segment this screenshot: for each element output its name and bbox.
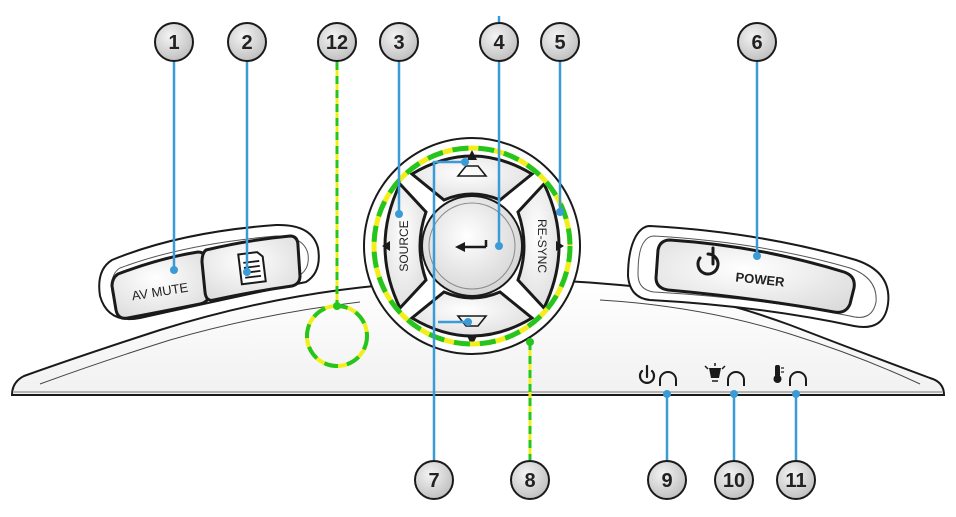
callout-label: 12 <box>326 32 348 54</box>
navigation-highlight-ring <box>371 145 573 347</box>
enter-arrow-icon <box>455 240 488 252</box>
callout-label: 8 <box>524 470 535 492</box>
resync-label: RE-SYNC <box>535 219 549 273</box>
keystone-down-button[interactable] <box>409 290 535 338</box>
leader-11 <box>792 390 800 462</box>
callout-label: 2 <box>241 32 252 54</box>
callout-label: 6 <box>751 32 762 54</box>
keypad: SOURCE RE-SYNC <box>363 137 581 355</box>
power-icon <box>638 364 656 384</box>
left-arrow-icon <box>382 241 390 251</box>
av-mute-button[interactable]: AV MUTE <box>110 250 211 320</box>
callout-3: 3 <box>379 22 419 62</box>
down-arrow-icon <box>467 336 477 346</box>
keystone-up-icon <box>456 165 488 177</box>
callout-1: 1 <box>154 22 194 62</box>
callout-label: 4 <box>493 32 505 54</box>
temperature-led <box>773 365 807 386</box>
right-arrow-icon <box>556 241 564 251</box>
lamp-led <box>704 363 745 386</box>
callout-8: 8 <box>510 460 550 500</box>
callout-7: 7 <box>414 460 454 500</box>
menu-document-icon <box>237 251 267 286</box>
power-button[interactable]: POWER <box>654 238 856 314</box>
callout-label: 11 <box>785 470 806 492</box>
leader-9 <box>663 390 671 462</box>
source-label: SOURCE <box>397 220 411 271</box>
callouts: 1 2 12 3 4 5 6 7 <box>154 22 816 500</box>
thermometer-icon <box>773 365 784 383</box>
keystone-up-button[interactable] <box>409 154 535 202</box>
leader-lines <box>170 16 800 462</box>
leader-10 <box>730 390 738 462</box>
callout-2: 2 <box>227 22 267 62</box>
leader-7 <box>432 158 472 460</box>
power-led <box>638 364 677 386</box>
callout-4: 4 <box>479 22 519 62</box>
callout-5: 5 <box>540 22 580 62</box>
power-icon <box>696 246 720 276</box>
leader-12 <box>333 62 341 310</box>
callout-label: 10 <box>723 470 745 492</box>
callout-10: 10 <box>714 460 754 500</box>
callout-label: 9 <box>661 470 672 492</box>
leader-3 <box>395 62 403 218</box>
up-arrow-icon <box>467 150 477 160</box>
callout-6: 6 <box>737 22 777 62</box>
callout-9: 9 <box>647 460 687 500</box>
lamp-icon <box>704 363 726 382</box>
menu-button[interactable] <box>200 234 302 302</box>
leader-6 <box>753 62 761 260</box>
callout-11: 11 <box>776 460 816 500</box>
leader-2 <box>243 62 251 276</box>
resync-button[interactable] <box>516 181 561 311</box>
callout-label: 7 <box>428 470 439 492</box>
leader-1 <box>170 62 178 274</box>
callout-label: 5 <box>554 32 565 54</box>
leader-4 <box>495 16 503 250</box>
callout-12: 12 <box>317 22 357 62</box>
leader-8 <box>526 338 534 460</box>
enter-button[interactable] <box>421 195 523 297</box>
callout-label: 3 <box>393 32 404 54</box>
power-label: POWER <box>735 269 786 289</box>
callout-label: 1 <box>168 32 179 54</box>
leader-5 <box>556 62 564 216</box>
